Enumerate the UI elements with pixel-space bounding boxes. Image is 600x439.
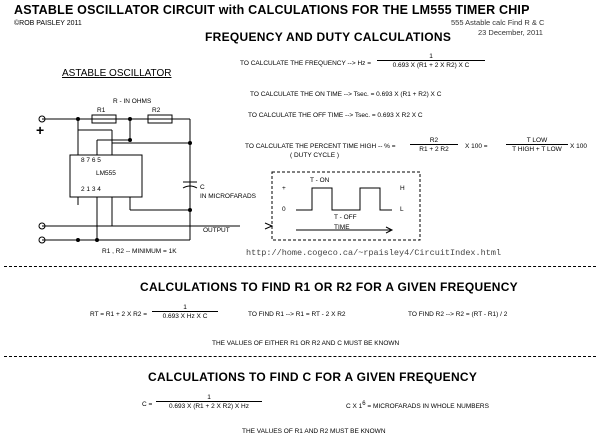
percent-numerator-2: T LOW [526,137,548,144]
x100-equals: X 100 = [465,143,488,150]
freq-fraction: 1 0.693 X (R1 + 2 X R2) X C [377,53,485,69]
percent-fraction-1: R2 R1 + 2 R2 [410,137,458,153]
x100: X 100 [570,143,587,150]
source-url: http://home.cogeco.ca/~rpaisley4/Circuit… [246,248,502,258]
divider [4,266,596,267]
circuit-heading: ASTABLE OSCILLATOR [62,68,172,79]
page-title: ASTABLE OSCILLATOR CIRCUIT with CALCULAT… [14,3,530,17]
freq-heading: FREQUENCY AND DUTY CALCULATIONS [205,30,452,44]
percent-label: TO CALCULATE THE PERCENT TIME HIGH -- % … [245,143,396,150]
copyright: ©ROB PAISLEY 2011 [14,20,82,27]
r-section-heading: CALCULATIONS TO FIND R1 OR R2 FOR A GIVE… [140,280,518,294]
on-time-formula: TO CALCULATE THE ON TIME --> Tsec. = 0.6… [250,91,442,98]
c-section-note: THE VALUES OF R1 AND R2 MUST BE KNOWN [242,428,386,435]
freq-label: TO CALCULATE THE FREQUENCY --> Hz = [240,60,371,67]
off-time-formula: TO CALCULATE THE OFF TIME --> Tsec. = 0.… [248,112,423,119]
chip-label: LM555 [96,170,116,177]
chip-pins-top: 8 7 6 5 [81,157,101,164]
c-scale-exponent: 6 [362,401,366,407]
r-label: R - IN OHMS [113,98,152,105]
rt-label: RT = R1 + 2 X R2 = [90,311,148,318]
percent-fraction-2: T LOW T HIGH + T LOW [506,137,568,153]
r-section-note: THE VALUES OF EITHER R1 OR R2 AND C MUST… [212,340,400,347]
rt-fraction: 1 0.693 X Hz X C [152,304,218,320]
wave-high: H [400,185,405,192]
plus-terminal-label: + [36,122,45,138]
c-numerator: 1 [207,394,211,401]
find-r2-formula: TO FIND R2 --> R2 = (RT - R1) / 2 [408,311,508,318]
divider [4,356,596,357]
minimum-note: R1 , R2 -- MINIMUM = 1K [102,248,177,255]
find-r1-formula: TO FIND R1 --> R1 = RT - 2 X R2 [248,311,346,318]
c-scale-rest: = MICROFARADS IN WHOLE NUMBERS [367,403,489,411]
percent-numerator-1: R2 [429,137,439,144]
rt-numerator: 1 [183,304,187,311]
wave-plus: + [282,185,286,192]
app-note: 555 Astable calc Find R & C [451,18,545,27]
wave-low: L [400,206,404,213]
wave-time: TIME [334,224,350,231]
freq-numerator: 1 [429,53,433,60]
percent-denominator-1: R1 + 2 R2 [410,144,458,153]
c-scale-base: C X 1 [346,403,363,411]
c-section-heading: CALCULATIONS TO FIND C FOR A GIVEN FREQU… [148,370,478,384]
chip-pins-bottom: 2 1 3 4 [81,186,101,193]
r2-label: R2 [152,107,161,114]
c-scale-formula: C X 16 = MICROFARADS IN WHOLE NUMBERS [346,401,489,410]
c-denominator: 0.693 X (R1 + 2 X R2) X Hz [156,401,262,410]
wave-t-off: T - OFF [334,214,357,221]
capacitor-label: C [200,184,205,191]
capacitor-units: IN MICROFARADS [200,193,256,200]
wave-t-on: T - ON [310,177,330,184]
r1-label: R1 [97,107,106,114]
percent-denominator-2: T HIGH + T LOW [506,144,568,153]
duty-cycle-label: ( DUTY CYCLE ) [290,152,339,159]
date: 23 December, 2011 [478,28,543,37]
output-label: OUTPUT [203,227,230,234]
freq-denominator: 0.693 X (R1 + 2 X R2) X C [377,60,485,69]
c-fraction: 1 0.693 X (R1 + 2 X R2) X Hz [156,394,262,410]
c-formula-label: C = [142,401,153,408]
rt-denominator: 0.693 X Hz X C [152,311,218,320]
wave-zero: 0 [282,206,286,213]
